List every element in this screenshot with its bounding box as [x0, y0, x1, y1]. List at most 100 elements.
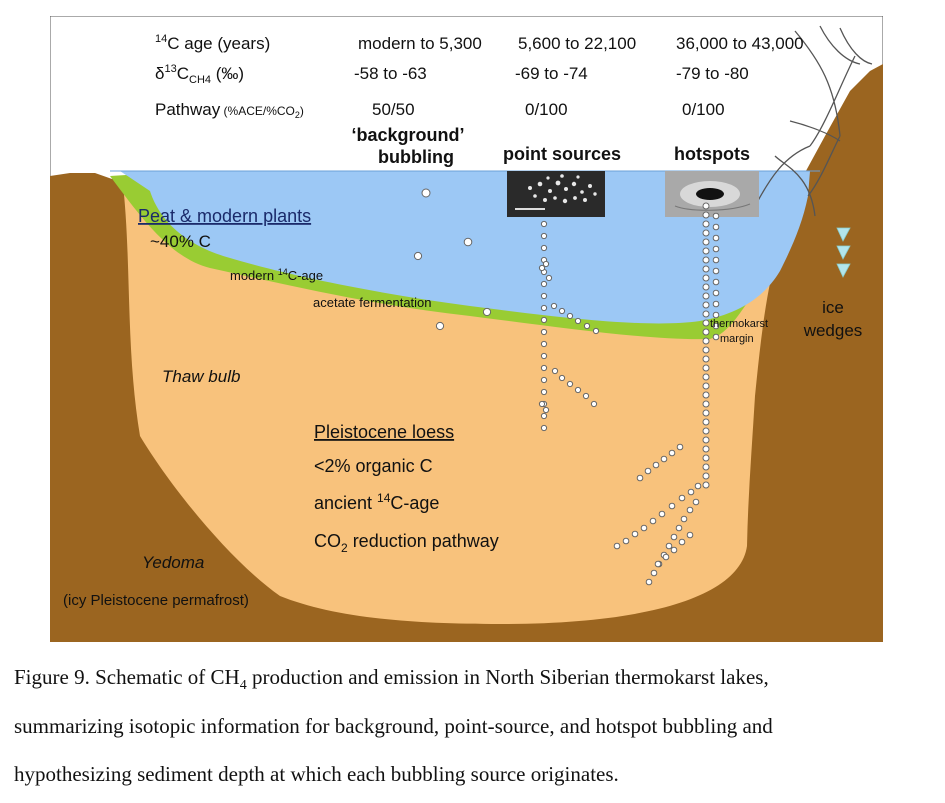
loess-age-label: ancient 14C-age [314, 491, 439, 513]
bubble [654, 560, 662, 568]
bubble [644, 467, 652, 475]
bubble [702, 328, 710, 336]
peat-percent-label: ~40% C [150, 232, 211, 251]
bubble [540, 316, 548, 324]
bubble [702, 400, 710, 408]
background-bubbling-label-1: ‘background’ [351, 125, 464, 145]
bubble [702, 373, 710, 381]
wedges-label: wedges [803, 321, 863, 340]
bubble [540, 412, 548, 420]
bubble [540, 232, 548, 240]
bubble [692, 498, 700, 506]
bubble [413, 251, 423, 261]
bubble [540, 292, 548, 300]
loess-organic-label: <2% organic C [314, 456, 433, 476]
bubble [670, 546, 678, 554]
bubble [540, 328, 548, 336]
loess-title: Pleistocene loess [314, 422, 454, 442]
bubble [538, 264, 546, 272]
bubble [540, 280, 548, 288]
bubble [640, 524, 648, 532]
bubble [712, 212, 720, 220]
bubble [676, 443, 684, 451]
bubble [702, 445, 710, 453]
isotope-header-table: 14C age (years) modern to 5,300 5,600 to… [155, 33, 804, 120]
bubble [558, 307, 566, 315]
bubble [421, 188, 431, 198]
pathway-background: 50/50 [372, 100, 415, 119]
acetate-label: acetate fermentation [313, 295, 432, 310]
bubble [566, 312, 574, 320]
bubble [566, 380, 574, 388]
bubble [540, 424, 548, 432]
hotspots-photo [665, 171, 759, 217]
bubble [694, 482, 702, 490]
bubble [540, 304, 548, 312]
shore-vegetation [749, 25, 873, 217]
bubble [540, 352, 548, 360]
bubble [652, 461, 660, 469]
bubble [680, 515, 688, 523]
bubble [540, 340, 548, 348]
figure-caption-line-1: Figure 9. Schematic of CH4 production an… [14, 665, 769, 694]
bubble [613, 542, 621, 550]
bubble [702, 301, 710, 309]
bubble [574, 386, 582, 394]
bubble [435, 321, 445, 331]
bubble [702, 364, 710, 372]
ice-label: ice [822, 298, 844, 317]
age-background: modern to 5,300 [358, 34, 482, 53]
bubble [702, 310, 710, 318]
yedoma-label: Yedoma [142, 553, 204, 572]
bubble [668, 449, 676, 457]
bubble [702, 436, 710, 444]
bubble [702, 265, 710, 273]
bubble [702, 319, 710, 327]
bubble [712, 245, 720, 253]
loess-pathway-label: CO2 reduction pathway [314, 531, 499, 555]
peat-label: Peat & modern plants [138, 206, 311, 226]
bubble [636, 474, 644, 482]
bubble [712, 223, 720, 231]
bubble [702, 427, 710, 435]
bubble [670, 533, 678, 541]
bubble [712, 234, 720, 242]
bubble [712, 300, 720, 308]
d13c-point: -69 to -74 [515, 64, 588, 83]
bubble [482, 307, 492, 317]
bubble [540, 388, 548, 396]
ice-wedges-icon [836, 227, 851, 278]
bubble [574, 317, 582, 325]
figure-caption-line-3: hypothesizing sediment depth at which ea… [14, 762, 619, 786]
bubble [551, 367, 559, 375]
yedoma-sub-label: (icy Pleistocene permafrost) [63, 592, 249, 609]
bubble [687, 488, 695, 496]
pathway-point: 0/100 [525, 100, 568, 119]
bubble [542, 406, 550, 414]
bubble [702, 247, 710, 255]
bubble [702, 418, 710, 426]
bubble [702, 409, 710, 417]
background-bubbling-label-2: bubbling [378, 147, 454, 167]
bubble [712, 333, 720, 341]
bubble [686, 531, 694, 539]
bubble [650, 569, 658, 577]
bubble [631, 530, 639, 538]
bubble [712, 322, 720, 330]
row-pathway-label: Pathway (%ACE/%CO2) [155, 100, 304, 120]
bubble [583, 322, 591, 330]
thermokarst-margin-label-1: thermokarst [710, 318, 768, 330]
thermokarst-margin-label-2: margin [720, 333, 754, 345]
bubble [712, 278, 720, 286]
bubble [702, 256, 710, 264]
bubble [712, 267, 720, 275]
bubble [712, 289, 720, 297]
bubble [545, 274, 553, 282]
modern-age-label: modern 14C-age [230, 267, 323, 283]
thaw-bulb-label: Thaw bulb [162, 367, 240, 386]
bubble [712, 311, 720, 319]
bubble [658, 510, 666, 518]
bubble [540, 376, 548, 384]
figure-caption-line-2: summarizing isotopic information for bac… [14, 714, 773, 738]
bubble [702, 346, 710, 354]
